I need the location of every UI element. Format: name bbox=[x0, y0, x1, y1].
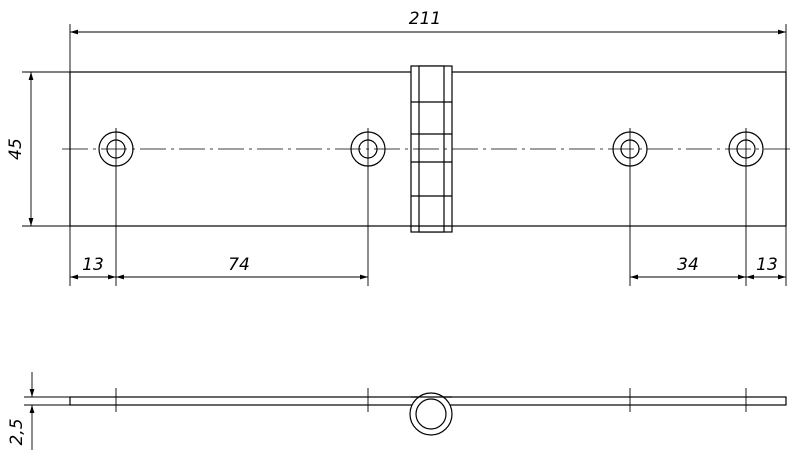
dimensions-side bbox=[24, 372, 70, 450]
dim-hole-spacing-left: 74 bbox=[228, 255, 250, 275]
dim-edge-to-last-hole: 13 bbox=[756, 255, 778, 275]
dimensions-top bbox=[22, 24, 787, 286]
dim-hole-spacing-right: 34 bbox=[677, 255, 699, 275]
top-view bbox=[62, 65, 794, 286]
side-view bbox=[69, 388, 787, 436]
knuckle-side bbox=[409, 392, 453, 436]
dim-plate-width: 45 bbox=[6, 138, 26, 160]
dim-edge-to-first-hole: 13 bbox=[82, 255, 104, 275]
dim-overall-length: 211 bbox=[409, 9, 441, 29]
dim-plate-thickness: 2,5 bbox=[7, 418, 27, 445]
